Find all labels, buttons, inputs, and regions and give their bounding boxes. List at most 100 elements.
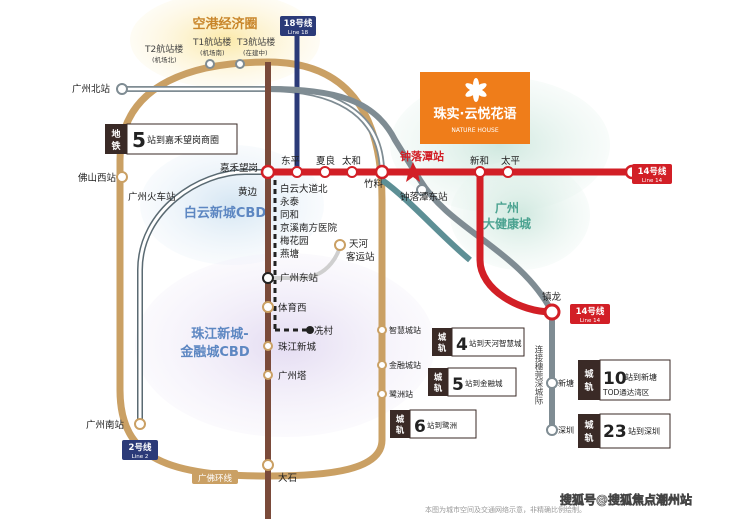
callout-tag-bottom: 轨 bbox=[584, 381, 593, 393]
station-label: 太和 bbox=[342, 155, 361, 167]
callout-tag-top: 城 bbox=[434, 372, 443, 383]
line14-lower-name: 14号线 bbox=[576, 306, 605, 317]
callout-number: 23 bbox=[603, 422, 627, 442]
station-label: 广州塔 bbox=[278, 370, 307, 382]
health-zone-label-2: 大健康城 bbox=[483, 216, 531, 231]
footer-note: 本图为城市空间及交通网络示意，非精确比例绘制。 bbox=[425, 505, 586, 514]
station-label: 永泰 bbox=[280, 196, 300, 208]
line2-name: 2号线 bbox=[129, 442, 152, 453]
station-dot bbox=[416, 184, 428, 196]
metro-callout: 地 铁 5 站到嘉禾望岗商圈 bbox=[105, 123, 238, 155]
ring-line bbox=[116, 58, 386, 480]
station-dot bbox=[205, 59, 215, 69]
station-dot bbox=[260, 164, 276, 180]
line14-en: Line 14 bbox=[642, 178, 663, 184]
zhujiang-zone-label-2: 金融城CBD bbox=[179, 344, 249, 360]
line14-badge-right: 14号线 Line 14 bbox=[632, 164, 672, 184]
line2-path-inner bbox=[138, 170, 268, 424]
station-dot bbox=[319, 166, 331, 178]
station-dot bbox=[546, 377, 558, 389]
station-dot bbox=[377, 389, 387, 399]
project-logo: 珠实·云悦花语 NATURE HOUSE bbox=[420, 72, 530, 144]
project-star-icon bbox=[402, 162, 424, 182]
terminal-sub: (机场北) bbox=[152, 55, 177, 64]
station-label: 黄边 bbox=[238, 186, 258, 198]
station-label: 东平 bbox=[281, 155, 301, 167]
callout-tag-bottom: 轨 bbox=[396, 425, 405, 436]
intercity-callout-2: 城 轨 5 站到金融城 bbox=[428, 367, 517, 397]
metro-tag-bottom: 铁 bbox=[111, 140, 120, 152]
station-label: 同和 bbox=[280, 210, 299, 221]
station-label: 竹料 bbox=[364, 178, 384, 190]
intercity-callout-1: 城 轨 4 站到天河智慧城 bbox=[432, 327, 525, 357]
intercity-callout-3: 城 轨 6 站到鹭洲 bbox=[390, 409, 477, 439]
callout-tag-bottom: 轨 bbox=[584, 432, 593, 444]
line14-name: 14号线 bbox=[638, 166, 667, 177]
station-label: 广州南站 bbox=[86, 419, 125, 431]
station-label-project: 钟落潭站 bbox=[400, 149, 444, 163]
station-label: 太平 bbox=[501, 155, 521, 167]
callout-tag-bottom: 轨 bbox=[438, 343, 447, 354]
airport-zone bbox=[130, 0, 320, 88]
ring-name: 广佛环线 bbox=[198, 473, 233, 484]
metro-text: 站到嘉禾望岗商圈 bbox=[147, 134, 219, 146]
station-dot bbox=[474, 166, 486, 178]
terminal-sub: (机场南) bbox=[200, 48, 225, 57]
ring-badge: 广佛环线 bbox=[192, 470, 238, 484]
station-dot bbox=[543, 303, 561, 321]
intercity-right-1: 城 轨 10 站到新塘 TOD通达湾区 bbox=[578, 359, 671, 401]
zhujiang-zone-label-1: 珠江新城- bbox=[191, 326, 248, 342]
callout-number: 5 bbox=[452, 375, 464, 395]
station-label: 冼村 bbox=[314, 325, 334, 337]
callout-text-2: TOD通达湾区 bbox=[602, 387, 650, 397]
line18-en: Line 18 bbox=[288, 30, 309, 36]
station-dot bbox=[502, 166, 514, 178]
terminal-sub: (在建中) bbox=[243, 48, 268, 57]
flower-icon bbox=[465, 78, 487, 102]
metro-number: 5 bbox=[132, 128, 146, 152]
station-label: 新和 bbox=[470, 155, 489, 167]
station-dot bbox=[377, 360, 387, 370]
station-dot bbox=[374, 164, 390, 180]
project-sub: NATURE HOUSE bbox=[451, 127, 498, 134]
station-label: 深圳 bbox=[558, 425, 574, 435]
station-label: 嘉禾望岗 bbox=[220, 162, 258, 174]
line18-name: 18号线 bbox=[284, 18, 313, 29]
station-dot bbox=[116, 83, 128, 95]
station-dot bbox=[262, 459, 274, 471]
line2-badge: 2号线 Line 2 bbox=[122, 440, 158, 460]
terminal-label: T1航站楼 bbox=[192, 36, 231, 48]
guanshen-label-text: 连接穗莞深城际 bbox=[533, 344, 543, 405]
station-dot bbox=[306, 326, 314, 334]
zhujiang-zone bbox=[135, 253, 435, 437]
callout-tag-top: 城 bbox=[584, 419, 593, 431]
station-label: 客运站 bbox=[346, 251, 375, 263]
callout-tag-top: 城 bbox=[438, 332, 447, 343]
callout-tag-top: 城 bbox=[584, 368, 593, 380]
health-zone bbox=[450, 160, 590, 270]
station-label: 京溪南方医院 bbox=[280, 222, 338, 234]
station-dot bbox=[116, 171, 128, 183]
callout-number: 4 bbox=[456, 335, 468, 355]
station-label: 大石 bbox=[278, 472, 297, 484]
station-dot bbox=[262, 301, 274, 313]
callout-tag-top: 城 bbox=[396, 414, 405, 425]
line14-badge-lower: 14号线 Line 14 bbox=[570, 304, 610, 324]
line18-badge: 18号线 Line 18 bbox=[280, 16, 316, 36]
xinbai-intercity bbox=[380, 177, 472, 263]
station-dot bbox=[291, 166, 303, 178]
station-label: 新塘 bbox=[558, 378, 574, 388]
station-dot bbox=[263, 341, 273, 351]
health-zone-label-1: 广州 bbox=[495, 200, 519, 215]
terminal-label: T2航站楼 bbox=[144, 43, 183, 55]
station-label: 珠江新城 bbox=[278, 341, 317, 353]
callout-text: 站到新塘 bbox=[625, 372, 657, 382]
line14-branch bbox=[476, 172, 553, 316]
station-dot bbox=[263, 370, 273, 380]
station-label: 体育西 bbox=[278, 302, 307, 314]
callout-tag-bottom: 轨 bbox=[434, 383, 443, 394]
station-dot bbox=[346, 166, 358, 178]
station-label: 夏良 bbox=[316, 155, 336, 167]
callout-text: 站到天河智慧城 bbox=[469, 338, 522, 348]
